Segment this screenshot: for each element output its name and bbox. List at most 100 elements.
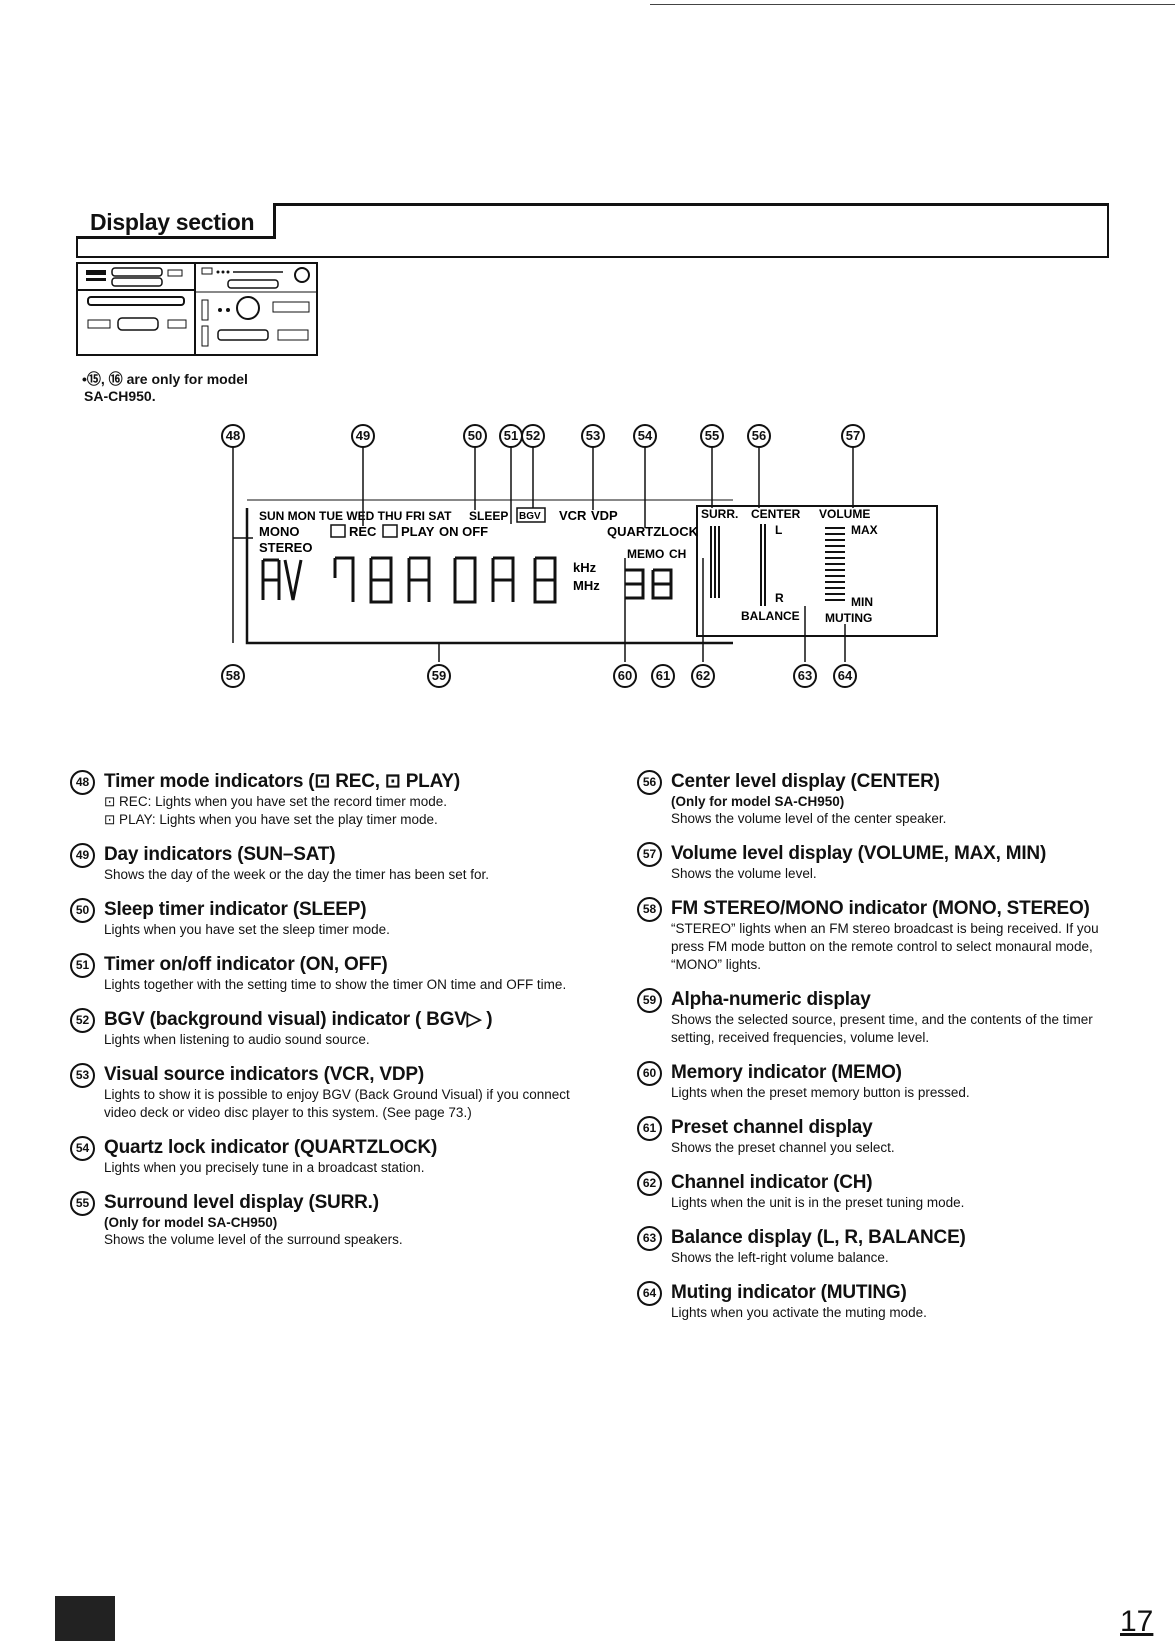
item-text: Lights when the unit is in the preset tu… bbox=[671, 1195, 965, 1210]
callout-52: 52 bbox=[521, 424, 545, 448]
item-text: Lights to show it is possible to enjoy B… bbox=[104, 1087, 570, 1120]
item-title: Alpha-numeric display bbox=[671, 989, 871, 1010]
model-note: •⑮, ⑯ are only for model SA-CH950. bbox=[82, 371, 248, 405]
balance-label: BALANCE bbox=[741, 609, 800, 623]
item-text: Lights when you have set the sleep timer… bbox=[104, 922, 390, 937]
item-text: Shows the preset channel you select. bbox=[671, 1140, 895, 1155]
item-number: 48 bbox=[70, 770, 95, 795]
callout-53: 53 bbox=[581, 424, 605, 448]
callout-63: 63 bbox=[793, 664, 817, 688]
item-title: Muting indicator (MUTING) bbox=[671, 1282, 907, 1303]
days-label: SUN MON TUE WED THU FRI SAT bbox=[259, 509, 452, 523]
item-subtitle: (Only for model SA-CH950) bbox=[671, 794, 845, 809]
on-off-label: ON OFF bbox=[439, 524, 488, 539]
item-60: 60 Memory indicator (MEMO) Lights when t… bbox=[637, 1061, 1107, 1102]
item-number: 56 bbox=[637, 770, 662, 795]
item-number: 49 bbox=[70, 843, 95, 868]
section-title: Display section bbox=[90, 209, 255, 235]
callout-59: 59 bbox=[427, 664, 451, 688]
item-number: 57 bbox=[637, 842, 662, 867]
item-number: 58 bbox=[637, 897, 662, 922]
stereo-system-icon bbox=[78, 264, 316, 354]
item-text: “STEREO” lights when an FM stereo broadc… bbox=[671, 921, 1099, 972]
r-label: R bbox=[775, 591, 784, 605]
item-number: 63 bbox=[637, 1226, 662, 1251]
item-55: 55 Surround level display (SURR.) (Only … bbox=[70, 1191, 590, 1249]
item-number: 52 bbox=[70, 1008, 95, 1033]
item-title: Surround level display (SURR.) bbox=[104, 1192, 379, 1213]
item-number: 64 bbox=[637, 1281, 662, 1306]
callout-50: 50 bbox=[463, 424, 487, 448]
callout-49: 49 bbox=[351, 424, 375, 448]
khz-label: kHz bbox=[573, 560, 597, 575]
item-48: 48 Timer mode indicators (⊡ REC, ⊡ PLAY)… bbox=[70, 770, 590, 829]
top-rule bbox=[650, 4, 1175, 5]
item-number: 51 bbox=[70, 953, 95, 978]
item-62: 62 Channel indicator (CH) Lights when th… bbox=[637, 1171, 1107, 1212]
item-title: Balance display (L, R, BALANCE) bbox=[671, 1227, 966, 1248]
model-note-line2: SA-CH950. bbox=[84, 388, 156, 404]
system-thumbnail bbox=[76, 262, 318, 356]
item-title: Quartz lock indicator (QUARTZLOCK) bbox=[104, 1137, 438, 1158]
item-number: 55 bbox=[70, 1191, 95, 1216]
descriptions-left: 48 Timer mode indicators (⊡ REC, ⊡ PLAY)… bbox=[70, 770, 590, 1263]
item-title: Visual source indicators (VCR, VDP) bbox=[104, 1064, 424, 1085]
callout-60: 60 bbox=[613, 664, 637, 688]
segment-digits bbox=[261, 556, 673, 604]
item-title: Day indicators (SUN–SAT) bbox=[104, 844, 336, 865]
stereo-label: STEREO bbox=[259, 540, 312, 555]
item-text: Shows the day of the week or the day the… bbox=[104, 867, 489, 882]
item-text: Lights when the preset memory button is … bbox=[671, 1085, 970, 1100]
item-text: Shows the volume level of the center spe… bbox=[671, 811, 947, 826]
item-50: 50 Sleep timer indicator (SLEEP) Lights … bbox=[70, 898, 590, 939]
min-label: MIN bbox=[851, 595, 873, 609]
callout-57: 57 bbox=[841, 424, 865, 448]
item-text: Shows the left-right volume balance. bbox=[671, 1250, 889, 1265]
item-title: Sleep timer indicator (SLEEP) bbox=[104, 899, 367, 920]
item-54: 54 Quartz lock indicator (QUARTZLOCK) Li… bbox=[70, 1136, 590, 1177]
callout-48: 48 bbox=[221, 424, 245, 448]
item-title: Volume level display (VOLUME, MAX, MIN) bbox=[671, 843, 1047, 864]
item-text: Shows the selected source, present time,… bbox=[671, 1012, 1093, 1045]
item-text: ⊡ PLAY: Lights when you have set the pla… bbox=[104, 812, 438, 827]
item-title: Channel indicator (CH) bbox=[671, 1172, 873, 1193]
item-52: 52 BGV (background visual) indicator ( B… bbox=[70, 1008, 590, 1049]
max-label: MAX bbox=[851, 523, 878, 537]
callout-64: 64 bbox=[833, 664, 857, 688]
item-text: Lights together with the setting time to… bbox=[104, 977, 567, 992]
callout-56: 56 bbox=[747, 424, 771, 448]
section-tab bbox=[76, 203, 276, 239]
bgv-label: BGV bbox=[519, 511, 541, 522]
item-text: Lights when you precisely tune in a broa… bbox=[104, 1160, 425, 1175]
leader-lines bbox=[232, 444, 854, 662]
l-label: L bbox=[775, 523, 782, 537]
descriptions-right: 56 Center level display (CENTER) (Only f… bbox=[637, 770, 1107, 1336]
item-number: 62 bbox=[637, 1171, 662, 1196]
item-58: 58 FM STEREO/MONO indicator (MONO, STERE… bbox=[637, 897, 1107, 974]
item-title: FM STEREO/MONO indicator (MONO, STEREO) bbox=[671, 898, 1090, 919]
item-51: 51 Timer on/off indicator (ON, OFF) Ligh… bbox=[70, 953, 590, 994]
callout-55: 55 bbox=[700, 424, 724, 448]
level-bars bbox=[710, 524, 845, 606]
item-number: 54 bbox=[70, 1136, 95, 1161]
item-number: 59 bbox=[637, 988, 662, 1013]
item-title: Timer mode indicators (⊡ REC, ⊡ PLAY) bbox=[104, 771, 460, 792]
item-text: Shows the volume level. bbox=[671, 866, 817, 881]
item-text: Shows the volume level of the surround s… bbox=[104, 1232, 403, 1247]
item-number: 60 bbox=[637, 1061, 662, 1086]
item-subtitle: (Only for model SA-CH950) bbox=[104, 1215, 278, 1230]
item-number: 61 bbox=[637, 1116, 662, 1141]
mhz-label: MHz bbox=[573, 578, 600, 593]
display-panel-diagram: SUN MON TUE WED THU FRI SAT SLEEP BGV VC… bbox=[232, 444, 938, 662]
item-49: 49 Day indicators (SUN–SAT) Shows the da… bbox=[70, 843, 590, 884]
item-title: Timer on/off indicator (ON, OFF) bbox=[104, 954, 388, 975]
vdp-label: VDP bbox=[591, 508, 618, 523]
item-text: Lights when you activate the muting mode… bbox=[671, 1305, 927, 1320]
item-56: 56 Center level display (CENTER) (Only f… bbox=[637, 770, 1107, 828]
surr-label: SURR. bbox=[701, 507, 738, 521]
item-text: Lights when listening to audio sound sou… bbox=[104, 1032, 370, 1047]
model-note-line1: •⑮, ⑯ are only for model bbox=[82, 371, 248, 387]
item-61: 61 Preset channel display Shows the pres… bbox=[637, 1116, 1107, 1157]
item-title: BGV (background visual) indicator ( BGV▷… bbox=[104, 1009, 493, 1030]
item-title: Preset channel display bbox=[671, 1117, 873, 1138]
